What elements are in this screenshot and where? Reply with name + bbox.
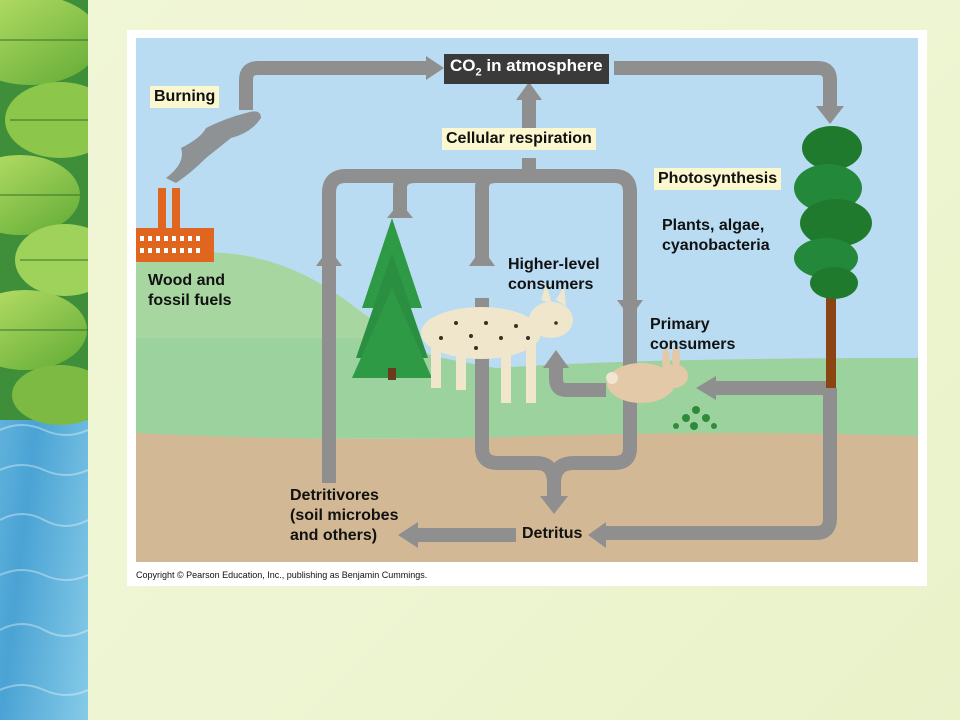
rabbit-icon	[606, 346, 688, 403]
co2-atmosphere-label: CO2 in atmosphere	[444, 54, 609, 85]
cellular-respiration-label: Cellular respiration	[442, 128, 596, 150]
factory-icon	[136, 188, 214, 262]
wood-fossil-fuels-label: Wood and fossil fuels	[148, 272, 232, 309]
lynx-icon	[421, 284, 573, 403]
primary-consumers-label: Primary consumers	[650, 316, 736, 353]
detritus-label: Detritus	[522, 525, 583, 542]
detritivores-label: Detritivores (soil microbes and others)	[290, 487, 399, 544]
plant-icon	[673, 406, 717, 430]
tree-icon	[794, 126, 872, 388]
decorative-leaf-water-strip	[0, 0, 88, 720]
burning-label: Burning	[150, 86, 220, 108]
leaf-water-graphic	[0, 0, 88, 720]
arrowheads	[316, 56, 844, 548]
conifer-tree-icon	[352, 218, 432, 380]
copyright-text: Copyright © Pearson Education, Inc., pub…	[136, 570, 428, 580]
producers-label: Plants, algae, cyanobacteria	[662, 217, 770, 254]
carbon-cycle-diagram: CO2 in atmosphere Burning Cellular respi…	[136, 38, 918, 562]
higher-level-consumers-label: Higher-level consumers	[508, 256, 600, 293]
carbon-cycle-illustration	[136, 38, 918, 562]
photosynthesis-label: Photosynthesis	[654, 168, 782, 190]
smoke-icon	[166, 111, 261, 183]
carbon-flow-arrows	[239, 61, 837, 542]
